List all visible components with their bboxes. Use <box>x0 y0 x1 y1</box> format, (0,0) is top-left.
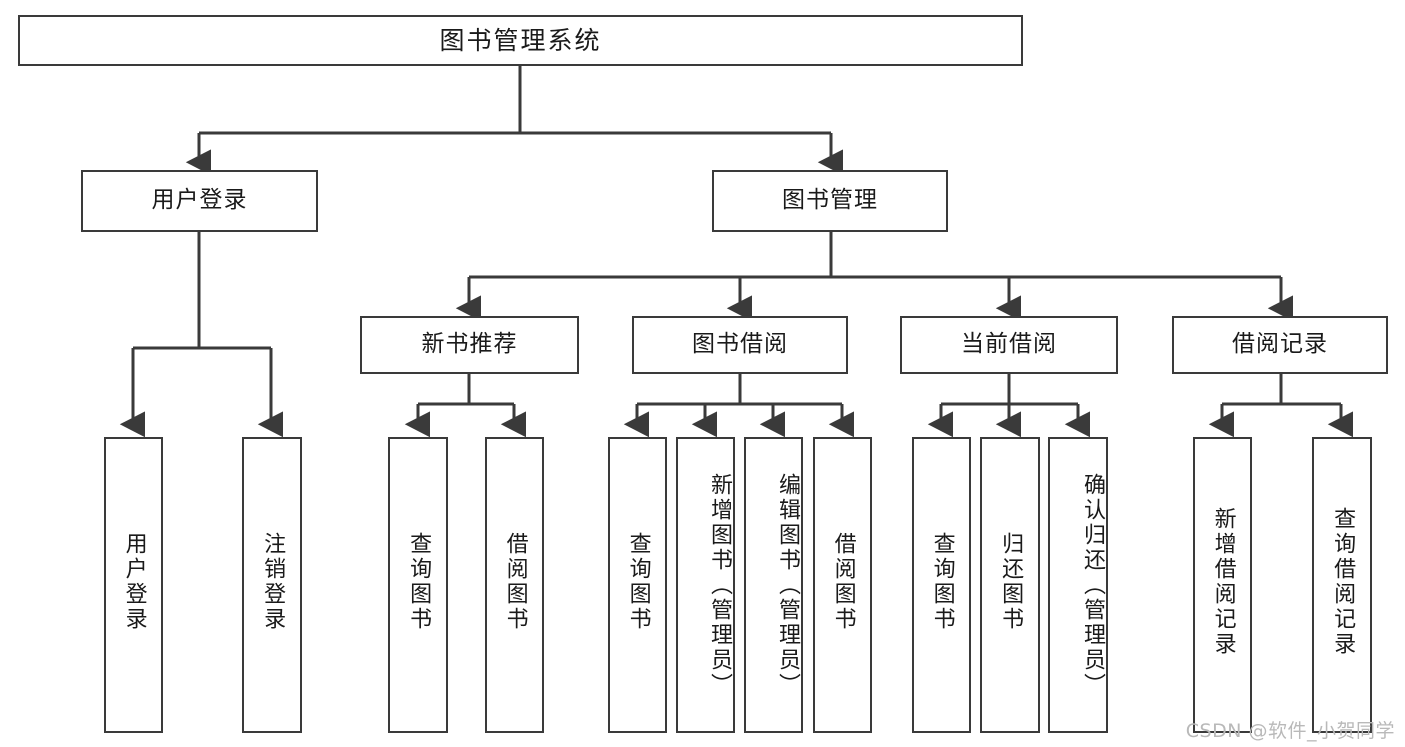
node-user-login[interactable]: 用户登录 <box>81 170 318 232</box>
leaf-return-book[interactable]: 归还图书 <box>980 437 1040 733</box>
node-borrow-record-label: 借阅记录 <box>1232 331 1328 358</box>
node-new-book-recommend-label: 新书推荐 <box>421 331 518 358</box>
leaf-confirm-return-label: 确认归还（管理员） <box>1080 472 1105 698</box>
leaf-logout[interactable]: 注销登录 <box>242 437 302 733</box>
node-current-borrow-label: 当前借阅 <box>961 331 1057 358</box>
leaf-add-book-label: 新增图书（管理员） <box>707 472 732 698</box>
node-book-borrow[interactable]: 图书借阅 <box>632 316 848 374</box>
node-book-borrow-label: 图书借阅 <box>692 331 788 358</box>
leaf-query-book-recommend[interactable]: 查询图书 <box>388 437 448 733</box>
leaf-user-login-label: 用户登录 <box>121 532 147 632</box>
leaf-borrow-book-recommend[interactable]: 借阅图书 <box>485 437 544 733</box>
leaf-query-book-borrow-label: 查询图书 <box>625 532 651 632</box>
leaf-add-borrow-record[interactable]: 新增借阅记录 <box>1193 437 1252 733</box>
leaf-query-book-borrow[interactable]: 查询图书 <box>608 437 667 733</box>
leaf-edit-book-label: 编辑图书（管理员） <box>775 472 800 698</box>
leaf-logout-label: 注销登录 <box>260 532 286 632</box>
leaf-query-borrow-record-label: 查询借阅记录 <box>1330 507 1356 657</box>
leaf-query-book-recommend-label: 查询图书 <box>406 532 432 632</box>
leaf-add-borrow-record-label: 新增借阅记录 <box>1210 507 1236 657</box>
leaf-add-book[interactable]: 新增图书（管理员） <box>676 437 735 733</box>
csdn-watermark: CSDN @软件_小贺同学 <box>1185 720 1395 742</box>
leaf-query-borrow-record[interactable]: 查询借阅记录 <box>1312 437 1372 733</box>
leaf-query-book-current-label: 查询图书 <box>929 532 955 632</box>
node-borrow-record[interactable]: 借阅记录 <box>1172 316 1388 374</box>
node-user-login-label: 用户登录 <box>151 187 248 214</box>
leaf-borrow-book[interactable]: 借阅图书 <box>813 437 872 733</box>
node-root-label: 图书管理系统 <box>439 25 602 55</box>
leaf-borrow-book-recommend-label: 借阅图书 <box>502 532 528 632</box>
leaf-query-book-current[interactable]: 查询图书 <box>912 437 971 733</box>
node-book-manage-label: 图书管理 <box>782 187 878 214</box>
leaf-user-login[interactable]: 用户登录 <box>104 437 163 733</box>
leaf-confirm-return[interactable]: 确认归还（管理员） <box>1048 437 1108 733</box>
node-root[interactable]: 图书管理系统 <box>18 15 1023 66</box>
leaf-edit-book[interactable]: 编辑图书（管理员） <box>744 437 803 733</box>
leaf-return-book-label: 归还图书 <box>998 532 1024 632</box>
leaf-borrow-book-label: 借阅图书 <box>830 532 856 632</box>
node-book-manage[interactable]: 图书管理 <box>712 170 948 232</box>
node-new-book-recommend[interactable]: 新书推荐 <box>360 316 579 374</box>
node-current-borrow[interactable]: 当前借阅 <box>900 316 1118 374</box>
